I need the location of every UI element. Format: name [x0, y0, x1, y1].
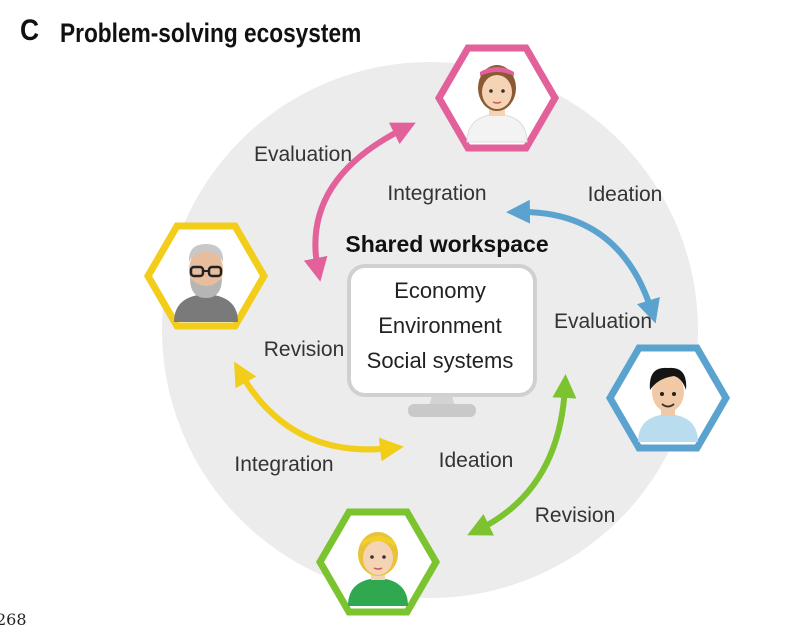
label-integration-top: Integration	[387, 182, 486, 205]
person-blonde-woman-icon	[315, 508, 441, 616]
arrow-pink	[303, 122, 416, 282]
shared-workspace-monitor	[347, 264, 537, 417]
label-ideation-top-right: Ideation	[588, 183, 663, 206]
panel-letter: C	[20, 14, 40, 47]
person-young-man-icon	[605, 344, 731, 452]
arrow-green	[467, 374, 577, 536]
page-number: 268	[0, 610, 27, 629]
label-evaluation-right: Evaluation	[554, 310, 652, 333]
person-woman-headband-icon	[434, 44, 560, 152]
arrow-blue	[506, 199, 660, 324]
workspace-title: Shared workspace	[345, 231, 548, 257]
label-ideation-bottom: Ideation	[439, 449, 514, 472]
person-bearded-man-glasses-icon	[143, 222, 269, 330]
workspace-item-environment: Environment	[378, 313, 502, 338]
workspace-item-economy: Economy	[394, 278, 486, 303]
label-revision-bottom-right: Revision	[535, 504, 616, 527]
workspace-item-social-systems: Social systems	[367, 348, 514, 373]
label-revision-left: Revision	[264, 338, 345, 361]
arrow-yellow	[234, 361, 404, 462]
page-title: Problem-solving ecosystem	[60, 18, 362, 48]
label-evaluation-top-left: Evaluation	[254, 143, 352, 166]
label-integration-bottom-left: Integration	[234, 453, 333, 476]
